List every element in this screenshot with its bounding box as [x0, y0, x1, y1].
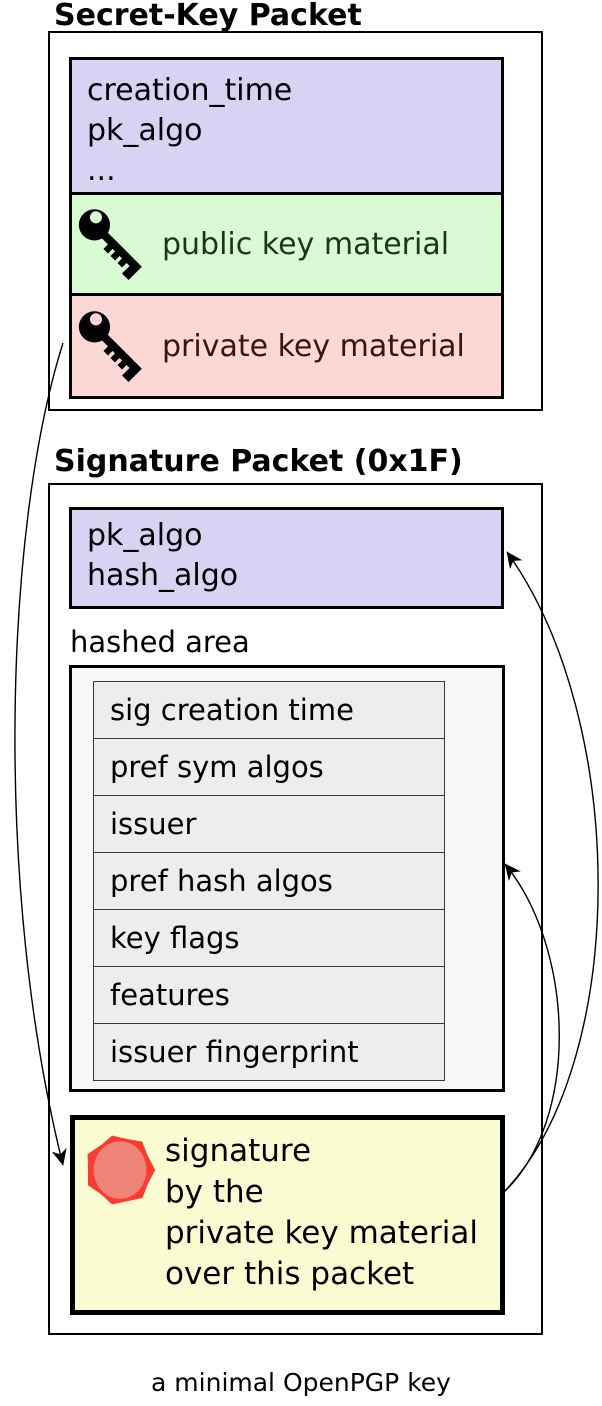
subpacket-row: features: [93, 966, 445, 1024]
signature-line: over this packet: [165, 1256, 415, 1292]
field-pk-algo: pk_algo: [87, 518, 203, 553]
signature-packet-title: Signature Packet (0x1F): [54, 444, 463, 479]
key-icon: [78, 311, 142, 383]
signature-fields-box: pk_algo hash_algo: [69, 507, 504, 609]
subpacket-row: pref sym algos: [93, 738, 445, 796]
subpacket-row: issuer: [93, 795, 445, 853]
signature-value-box: signature by the private key material ov…: [70, 1115, 505, 1315]
field-pk-algo: pk_algo: [87, 113, 203, 148]
subpacket-row: key flags: [93, 909, 445, 967]
subpacket-row: issuer fingerprint: [93, 1023, 445, 1081]
subpacket-row: pref hash algos: [93, 852, 445, 910]
subpacket-list: sig creation time pref sym algos issuer …: [93, 681, 445, 1081]
signature-packet-box: pk_algo hash_algo hashed area sig creati…: [48, 483, 543, 1335]
seal-icon: [87, 1135, 156, 1205]
key-icon: [78, 209, 142, 281]
diagram-caption: a minimal OpenPGP key: [151, 1368, 451, 1397]
secret-key-packet-title: Secret-Key Packet: [54, 0, 362, 33]
private-key-material-box: private key material: [69, 293, 504, 399]
secret-key-fields-box: creation_time pk_algo ...: [69, 57, 504, 195]
field-creation-time: creation_time: [87, 73, 293, 108]
secret-key-packet-box: creation_time pk_algo ... public key mat…: [48, 31, 543, 411]
private-key-material-label: private key material: [162, 328, 465, 364]
subpacket-row: sig creation time: [93, 681, 445, 739]
field-hash-algo: hash_algo: [87, 558, 239, 593]
public-key-material-box: public key material: [69, 192, 504, 296]
hashed-area-box: sig creation time pref sym algos issuer …: [69, 665, 505, 1092]
signature-description: signature by the private key material ov…: [165, 1131, 478, 1295]
signature-line: private key material: [165, 1215, 478, 1251]
hashed-area-label: hashed area: [70, 625, 250, 659]
public-key-material-label: public key material: [162, 226, 450, 262]
field-ellipsis: ...: [87, 153, 116, 188]
signature-line: by the: [165, 1174, 264, 1210]
signature-line: signature: [165, 1133, 312, 1169]
